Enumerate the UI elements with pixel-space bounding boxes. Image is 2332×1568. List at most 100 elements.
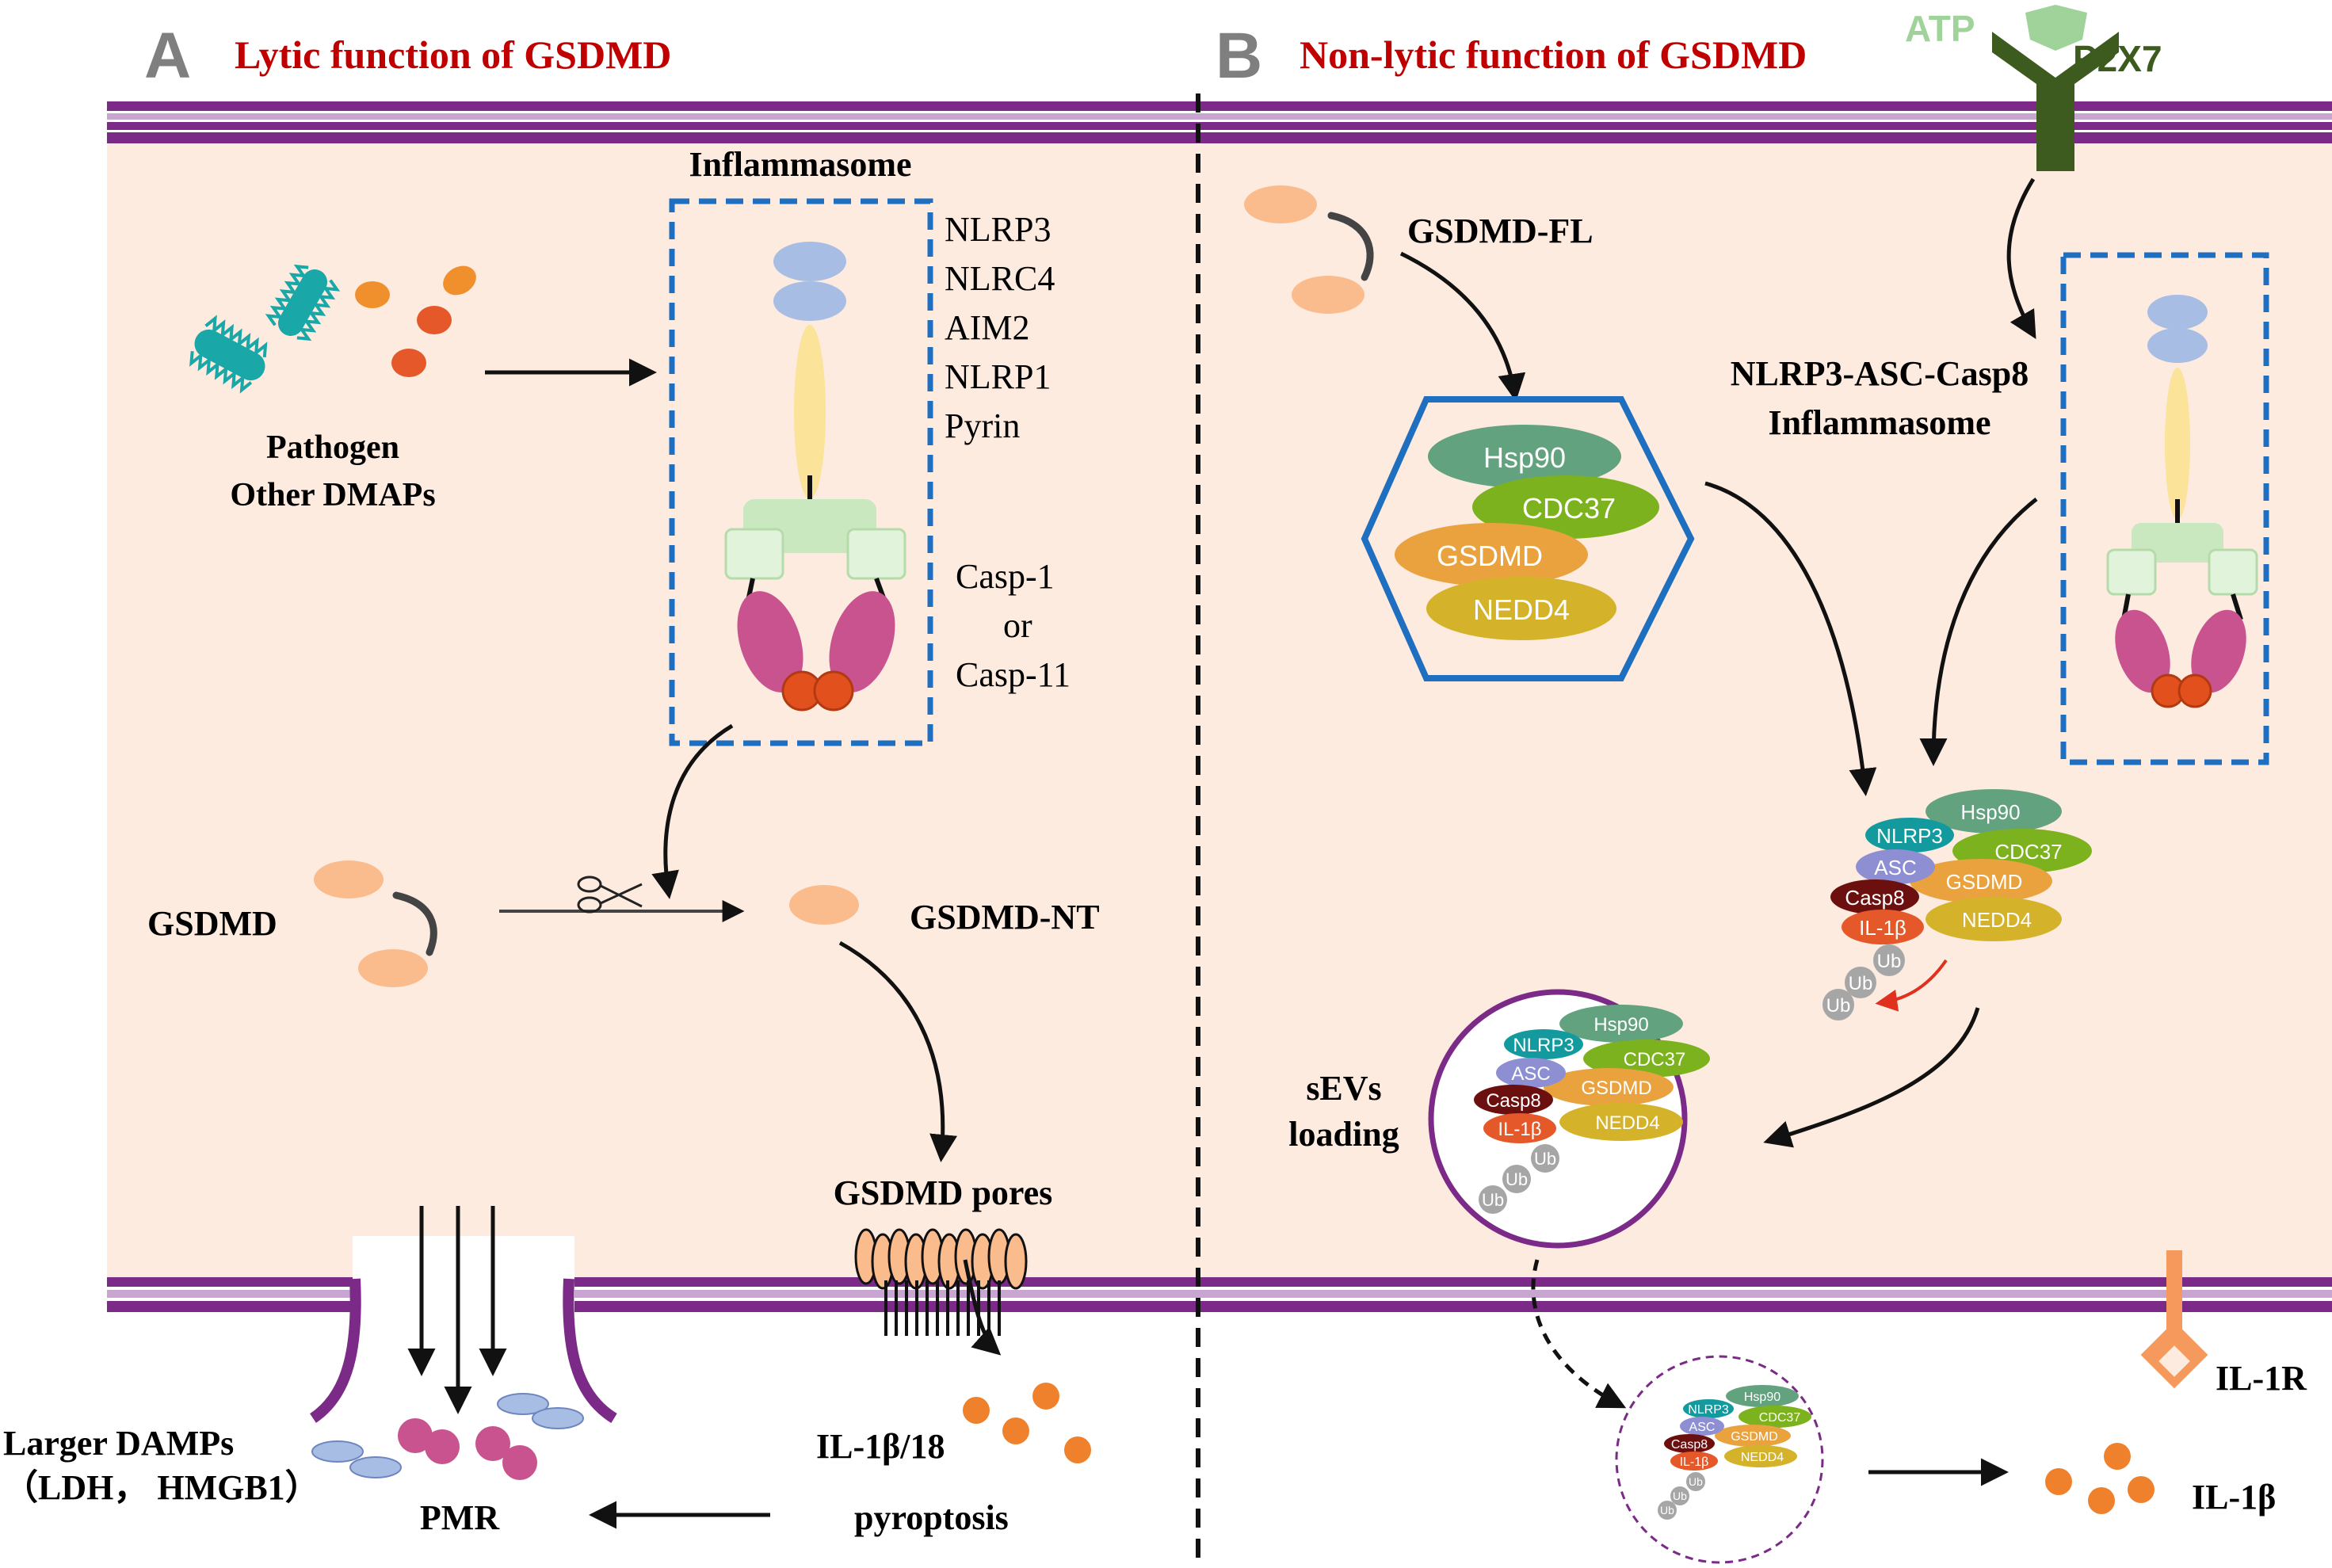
hex-hsp90: Hsp90 [1483, 441, 1566, 474]
pathogen-icons [189, 264, 476, 394]
sev-cdc37: CDC37 [1624, 1049, 1686, 1070]
inflammasome-complex-a [724, 242, 906, 712]
pore-subunit [1004, 1233, 1028, 1290]
hex-nedd4: NEDD4 [1473, 593, 1570, 626]
pathogen-label: Pathogen [266, 429, 399, 466]
inflammasome-title: Inflammasome [689, 145, 911, 184]
asm-ub-1: Ub [1877, 951, 1902, 972]
nlrp3-asc-casp8-label: NLRP3-ASC-Casp8 [1731, 354, 2029, 393]
caspase-list: Casp-1 or Casp-11 [956, 557, 1071, 694]
sensor-nlrp3: NLRP3 [945, 210, 1051, 249]
sec-gsdmd: GSDMD [1731, 1430, 1778, 1444]
sev-nlrp3: NLRP3 [1513, 1035, 1574, 1056]
gsdmd-pores-label: GSDMD pores [834, 1173, 1053, 1212]
asm-casp8: Casp8 [1845, 886, 1904, 910]
asm-hsp90: Hsp90 [1960, 800, 2020, 824]
larger-damps-label: Larger DAMPs [3, 1424, 234, 1463]
inflammasome-box-a [669, 198, 933, 746]
caspase-or: or [1003, 606, 1032, 645]
sev-cargo: Hsp90 NLRP3 CDC37 ASC GSDMD Casp8 IL-1β … [1474, 1005, 1710, 1214]
scissors-icon [577, 876, 643, 914]
damps-examples-label: （LDH， HMGB1） [3, 1468, 320, 1507]
asm-nedd4: NEDD4 [1962, 908, 2032, 932]
atp-ligand [2025, 5, 2087, 51]
chaperone-hexagon [1361, 396, 1695, 681]
atp-label: ATP [1905, 8, 1975, 49]
sensor-pyrin: Pyrin [945, 406, 1020, 445]
bottom-membrane [107, 1236, 2332, 1423]
arrow-hexagon-to-assembly [1704, 481, 1877, 796]
sev-asc: ASC [1511, 1063, 1550, 1085]
top-membrane [107, 101, 2332, 143]
il1r-label: IL-1R [2216, 1359, 2307, 1398]
sec-cdc37: CDC37 [1759, 1411, 1801, 1425]
sec-il1b: IL-1β [1680, 1455, 1709, 1469]
arrow-pore-to-cytokines [963, 1259, 1002, 1356]
arrow-sev-secretion [1531, 1259, 1627, 1409]
sensor-nlrc4: NLRC4 [945, 259, 1055, 298]
asm-asc: ASC [1874, 856, 1916, 879]
gsdmd-label: GSDMD [147, 904, 277, 943]
pyroptosis-label: pyroptosis [854, 1498, 1009, 1537]
gsdmd-nt-label: GSDMD-NT [910, 898, 1100, 937]
il1b-label-b: IL-1β [2192, 1478, 2276, 1516]
p2x7-label: P2X7 [2073, 38, 2162, 79]
ubiquitination-arrow [1875, 959, 1948, 1012]
assembled-complex: Hsp90 NLRP3 CDC37 ASC GSDMD Casp8 IL-1β … [1822, 789, 2092, 1021]
arrow-fl-to-complex [1399, 251, 1526, 402]
cytokine-dots-a [963, 1383, 1091, 1463]
pmr-label: PMR [420, 1498, 500, 1537]
gsdmd-full-length-b [1244, 185, 1374, 314]
panel-b-title: Non-lytic function of GSDMD [1300, 32, 1807, 77]
sev-ub-1: Ub [1534, 1149, 1556, 1169]
arrow-inflammasome-to-cleavage [651, 723, 734, 899]
sec-nlrp3: NLRP3 [1688, 1403, 1729, 1417]
caspase-1: Casp-1 [956, 557, 1055, 596]
il1r-receptor [2140, 1250, 2208, 1389]
arrow-assembly-to-sev [1763, 1007, 1980, 1148]
damps-shapes [311, 1393, 584, 1480]
asm-il1b: IL-1β [1859, 916, 1906, 940]
sev-hsp90: Hsp90 [1593, 1014, 1648, 1036]
sec-casp8: Casp8 [1671, 1438, 1708, 1452]
sensor-aim2: AIM2 [945, 308, 1030, 347]
inflammasome-box-b [2060, 252, 2269, 765]
caspase-11: Casp-11 [956, 655, 1071, 694]
gsdmd-full-length-a [314, 860, 437, 987]
panel-a-title: Lytic function of GSDMD [235, 32, 671, 77]
arrow-p2x7-to-inflammasome [2006, 177, 2036, 340]
sensor-list: NLRP3 NLRC4 AIM2 NLRP1 Pyrin [945, 210, 1055, 445]
sev-nedd4: NEDD4 [1595, 1112, 1659, 1134]
hex-gsdmd: GSDMD [1437, 540, 1543, 572]
il1b-18-label: IL-1β/18 [816, 1427, 945, 1466]
panel-b-letter: B [1216, 20, 1262, 92]
sec-nedd4: NEDD4 [1741, 1451, 1784, 1464]
sev-il1b: IL-1β [1498, 1119, 1541, 1140]
sev-ub-2: Ub [1506, 1169, 1528, 1189]
panel-a-letter: A [144, 20, 191, 92]
sec-ub-3: Ub [1660, 1504, 1674, 1516]
cytoplasm-area [107, 144, 2332, 1277]
gsdmd-fl-label: GSDMD-FL [1407, 212, 1593, 250]
hexagon-complex: Hsp90 CDC37 GSDMD NEDD4 [1395, 425, 1659, 640]
sec-ub-2: Ub [1673, 1490, 1687, 1502]
sec-asc: ASC [1689, 1421, 1716, 1434]
asm-gsdmd: GSDMD [1946, 870, 2023, 894]
pmr-release-arrows [407, 1206, 507, 1414]
gsdmd-nt-shape [789, 885, 859, 925]
loading-label: loading [1288, 1115, 1399, 1154]
sev-casp8: Casp8 [1486, 1090, 1540, 1112]
sevs-label: sEVs [1306, 1069, 1381, 1108]
p2x7-receptor [1992, 32, 2119, 171]
other-dmaps-label: Other DMAPs [230, 477, 435, 513]
asm-ub-2: Ub [1849, 973, 1873, 994]
sev-gsdmd: GSDMD [1581, 1078, 1651, 1099]
hex-cdc37: CDC37 [1522, 492, 1616, 525]
asm-cdc37: CDC37 [1994, 840, 2062, 864]
sec-hsp90: Hsp90 [1744, 1391, 1780, 1404]
sec-ub-1: Ub [1689, 1475, 1703, 1488]
il1b-dots-b [2045, 1443, 2155, 1514]
inflammasome-label-b: Inflammasome [1768, 403, 1990, 442]
